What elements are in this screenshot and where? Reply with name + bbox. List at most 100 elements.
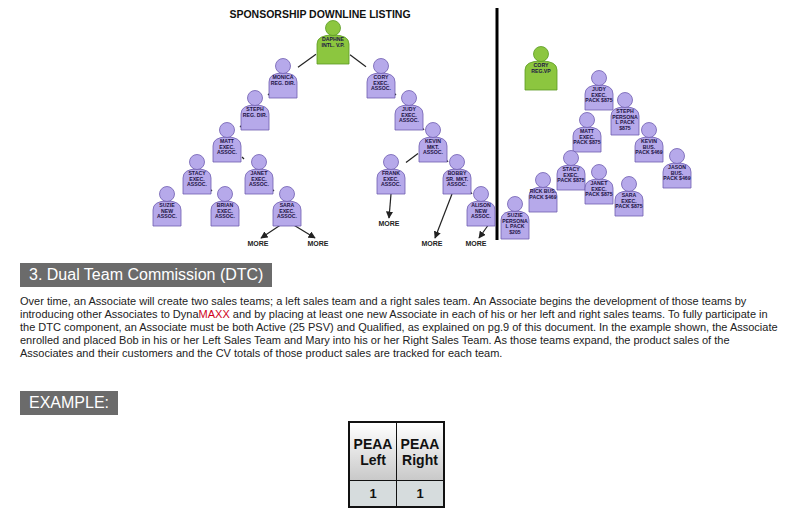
person-body <box>663 163 691 188</box>
table-cell: PEAA Left <box>350 423 396 480</box>
person-body <box>273 201 301 226</box>
more-label: MORE <box>412 240 452 247</box>
node-text: JUDY EXEC. ASSOC. <box>395 107 423 124</box>
person-icon: MONICA REG. DIR. <box>268 58 298 98</box>
person-body <box>395 105 423 130</box>
person-icon: STACY EXEC. ASSOC. <box>182 154 212 194</box>
sponsor-line <box>350 55 366 67</box>
paragraph-text: MAXX <box>199 308 230 320</box>
table-cell: 1 <box>350 481 396 506</box>
person-body <box>573 127 601 152</box>
person-body <box>269 73 297 98</box>
node-text: STEPH REG. DIR. <box>241 107 269 118</box>
person-body <box>529 187 557 212</box>
node-text: SUZIE NEW ASSOC. <box>153 203 181 220</box>
node-text: SARA EXEC. PACK $875 <box>615 193 643 210</box>
node-text: MATT EXEC. ASSOC. <box>213 139 241 156</box>
person-icon: BOBBY SR. MKT. ASSOC. <box>442 154 472 194</box>
person-icon: SARA EXEC. PACK $875 <box>614 176 644 216</box>
person-head <box>592 71 607 86</box>
person-icon: MATT EXEC. PACK $875 <box>572 112 602 152</box>
person-icon: SUZIE PERSONAL PACK $205 <box>500 196 530 239</box>
node-text: JANET EXEC. ASSOC. <box>245 171 273 188</box>
person-body <box>611 107 639 135</box>
more-label: MORE <box>456 240 496 247</box>
person-head <box>280 187 295 202</box>
node-text: STEPH PERSONAL PACK $875 <box>611 109 639 131</box>
person-body <box>183 169 211 194</box>
person-head <box>276 59 291 74</box>
person-head <box>384 155 399 170</box>
person-head <box>160 187 175 202</box>
sponsor-line <box>242 157 244 159</box>
person-head <box>670 149 685 164</box>
person-icon: JASON BUS. PACK $469 <box>662 148 692 188</box>
sponsor-line <box>298 54 316 67</box>
person-head <box>642 123 657 138</box>
person-icon: CORY EXEC. ASSOC. <box>366 58 396 98</box>
node-text: EXAMPLE: <box>29 393 109 412</box>
node-text: BRIAN EXEC. ASSOC. <box>211 203 239 220</box>
person-head <box>564 151 579 166</box>
node-text: STACY EXEC. PACK $875 <box>557 167 585 184</box>
more-arrow <box>389 194 391 218</box>
person-head <box>374 59 389 74</box>
person-body <box>211 201 239 226</box>
node-text: ALISON NEW ASSOC. <box>467 203 495 220</box>
person-icon: RICK BUS. PACK $469 <box>528 172 558 212</box>
person-head <box>536 173 551 188</box>
person-body <box>585 179 613 204</box>
person-icon: JUDY EXEC. PACK $875 <box>584 70 614 110</box>
person-icon: MATT EXEC. ASSOC. <box>212 122 242 162</box>
person-head <box>252 155 267 170</box>
node-text: MONICA REG. DIR. <box>269 75 297 86</box>
person-body <box>377 169 405 194</box>
person-icon: CORY REG.VP <box>524 46 558 90</box>
node-text: CORY REG.VP <box>525 63 557 74</box>
node-text: 3. Dual Team Commission (DTC) <box>29 265 263 284</box>
person-body <box>443 169 471 194</box>
more-label: MORE <box>369 220 409 227</box>
person-icon: SUZIE NEW ASSOC. <box>152 186 182 226</box>
peaa-table: PEAA LeftPEAA Right11 <box>348 421 445 508</box>
person-body <box>557 165 585 190</box>
person-head <box>190 155 205 170</box>
person-body <box>245 169 273 194</box>
person-icon: JUDY EXEC. ASSOC. <box>394 90 424 130</box>
person-body <box>317 35 349 64</box>
table-cell: PEAA Right <box>397 423 443 480</box>
person-head <box>248 91 263 106</box>
diagram-title: SPONSORSHIP DOWNLINE LISTING <box>170 8 470 20</box>
body-paragraph: Over time, an Associate will create two … <box>20 295 782 360</box>
person-body <box>467 201 495 226</box>
node-text: SUZIE PERSONAL PACK $205 <box>501 213 529 235</box>
person-icon: STACY EXEC. PACK $875 <box>556 150 586 190</box>
node-text: KEVIN MKT. ASSOC. <box>419 139 447 156</box>
person-body <box>419 137 447 162</box>
person-body <box>525 61 557 90</box>
node-text: SARA EXEC. ASSOC. <box>273 203 301 220</box>
person-body <box>241 105 269 130</box>
more-arrow <box>435 194 452 238</box>
more-label: MORE <box>238 240 278 247</box>
person-head <box>402 91 417 106</box>
divider-line <box>496 8 499 240</box>
person-body <box>615 191 643 216</box>
person-head <box>622 177 637 192</box>
person-body <box>501 211 529 239</box>
person-head <box>220 123 235 138</box>
node-text: JASON BUS. PACK $469 <box>663 165 691 182</box>
person-head <box>508 197 523 212</box>
node-text: BOBBY SR. MKT. ASSOC. <box>443 171 471 188</box>
section-band: EXAMPLE: <box>20 391 118 415</box>
person-icon: SARA EXEC. ASSOC. <box>272 186 302 226</box>
node-text: KEVIN BUS. PACK $469 <box>635 139 663 156</box>
person-head <box>580 113 595 128</box>
node-text: JANET EXEC. PACK $875 <box>585 181 613 198</box>
node-text: CORY EXEC. ASSOC. <box>367 75 395 92</box>
person-body <box>213 137 241 162</box>
node-text: JUDY EXEC. PACK $875 <box>585 87 613 104</box>
person-icon: STEPH PERSONAL PACK $875 <box>610 92 640 135</box>
person-icon: KEVIN MKT. ASSOC. <box>418 122 448 162</box>
person-icon: KEVIN BUS. PACK $469 <box>634 122 664 162</box>
